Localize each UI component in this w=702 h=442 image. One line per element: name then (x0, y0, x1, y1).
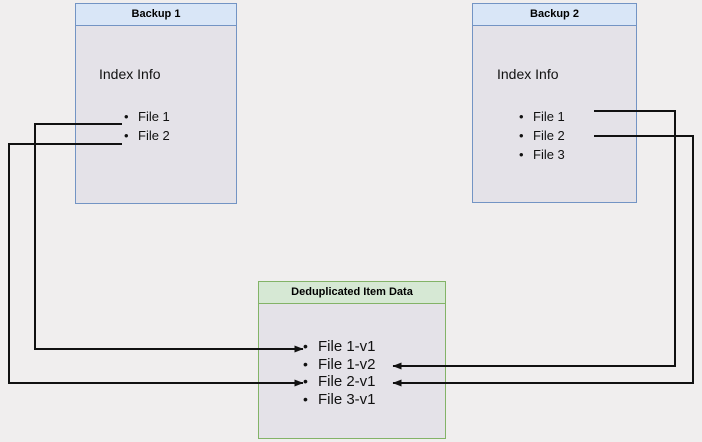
dedup-item-list: File 1-v1 File 1-v2 File 2-v1 File 3-v1 (303, 338, 376, 408)
dedup-item[interactable]: File 1-v2 (303, 356, 376, 374)
backup-1-index-info-label: Index Info (99, 66, 161, 82)
backup-2-index-info-label: Index Info (497, 66, 559, 82)
dedup-item[interactable]: File 2-v1 (303, 373, 376, 391)
backup-1-file-item[interactable]: File 2 (124, 126, 170, 145)
backup-1-file-list: File 1 File 2 (124, 107, 170, 145)
backup-2-file-list: File 1 File 2 File 3 (519, 107, 565, 164)
backup-2-file-item[interactable]: File 1 (519, 107, 565, 126)
node-deduplicated-item-data-title: Deduplicated Item Data (259, 282, 445, 304)
dedup-item[interactable]: File 3-v1 (303, 391, 376, 409)
node-backup-1-title: Backup 1 (76, 4, 236, 26)
node-backup-2-title: Backup 2 (473, 4, 636, 26)
node-backup-1[interactable]: Backup 1 Index Info File 1 File 2 (75, 3, 237, 204)
node-backup-1-body: Index Info File 1 File 2 (76, 26, 236, 203)
node-deduplicated-item-data[interactable]: Deduplicated Item Data File 1-v1 File 1-… (258, 281, 446, 439)
dedup-item[interactable]: File 1-v1 (303, 338, 376, 356)
node-backup-2-body: Index Info File 1 File 2 File 3 (473, 26, 636, 202)
backup-2-file-item[interactable]: File 3 (519, 145, 565, 164)
backup-2-file-item[interactable]: File 2 (519, 126, 565, 145)
node-deduplicated-item-data-body: File 1-v1 File 1-v2 File 2-v1 File 3-v1 (259, 304, 445, 438)
backup-1-file-item[interactable]: File 1 (124, 107, 170, 126)
node-backup-2[interactable]: Backup 2 Index Info File 1 File 2 File 3 (472, 3, 637, 203)
